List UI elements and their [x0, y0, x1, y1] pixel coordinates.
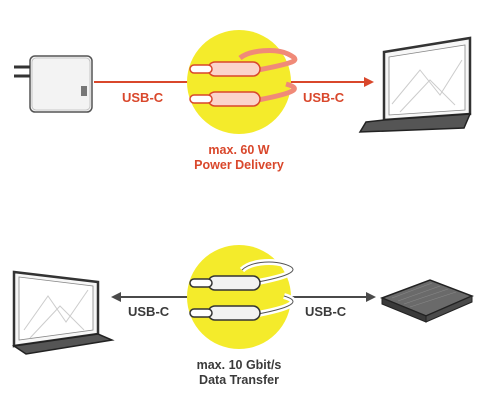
data-cable-illustration	[187, 245, 296, 349]
laptop-icon	[11, 270, 115, 355]
power-caption-line2: Power Delivery	[194, 158, 284, 172]
data-caption: max. 10 Gbit/s Data Transfer	[184, 358, 294, 388]
data-caption-line2: Data Transfer	[199, 373, 279, 387]
power-caption: max. 60 W Power Delivery	[189, 143, 289, 173]
data-right-label: USB-C	[305, 304, 347, 319]
power-adapter-icon	[14, 55, 93, 113]
power-right-label: USB-C	[303, 90, 345, 105]
external-drive-icon	[379, 279, 474, 323]
data-left-label: USB-C	[128, 304, 170, 319]
power-caption-line1: max. 60 W	[208, 143, 270, 157]
data-caption-line1: max. 10 Gbit/s	[196, 358, 282, 372]
laptop-icon	[358, 36, 472, 133]
power-left-label: USB-C	[122, 90, 164, 105]
power-cable-illustration	[187, 30, 298, 134]
